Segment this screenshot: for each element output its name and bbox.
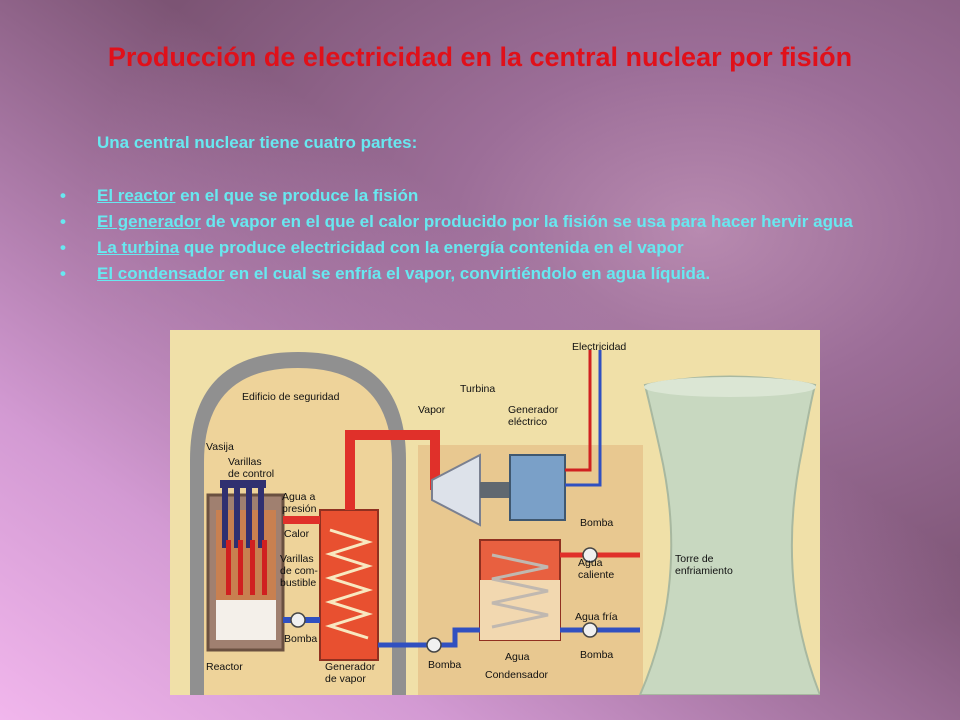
term-link-generador[interactable]: El generador [97,212,201,231]
reactor-bottom [216,600,276,640]
cooling-tower-top [644,377,816,397]
fuel-rod [238,540,243,595]
label-vasija: Vasija [206,441,234,453]
label-generador-electrico: eléctrico [508,416,547,428]
label-varillas-control: Varillas [228,456,262,468]
control-rod-bar [220,480,266,488]
label-generador-vapor: Generador [325,661,376,673]
label-torre: Torre de [675,553,714,565]
label-agua-fria: Agua fría [575,611,618,623]
label-varillas-combustible: de com- [280,565,318,577]
bullet-condensador: • El condensador en el cual se enfría el … [60,264,890,283]
slide-title: Producción de electricidad en la central… [107,42,853,72]
fuel-rod [250,540,255,595]
label-varillas-control: de control [228,468,274,480]
label-bomba: Bomba [580,649,613,661]
label-varillas-combustible: bustible [280,577,316,589]
electric-wire [565,350,592,472]
bullet-glyph: • [60,238,66,257]
bullet-glyph: • [60,186,66,205]
label-reactor: Reactor [206,661,243,673]
label-torre: enfriamiento [675,565,733,577]
label-turbina: Turbina [460,383,495,395]
control-rod [246,488,252,548]
label-agua: Agua [505,651,530,663]
label-condensador: Condensador [485,669,549,681]
fuel-rod [226,540,231,595]
bullet-text: en el cual se enfría el vapor, convirtié… [224,264,711,283]
label-bomba: Bomba [284,633,317,645]
intro-text: Una central nuclear tiene cuatro partes: [97,133,418,152]
fuel-rod [262,540,267,595]
bullet-glyph: • [60,212,66,231]
bullet-turbina: • La turbina que produce electricidad con… [60,238,890,257]
label-generador-vapor: de vapor [325,673,366,685]
label-edificio: Edificio de seguridad [242,391,340,403]
label-calor: Calor [284,528,310,540]
label-agua-caliente: Agua [578,557,603,569]
label-electricidad: Electricidad [572,341,626,353]
steam-pipe [345,430,440,510]
label-agua-caliente: caliente [578,569,614,581]
bullet-text: en el que se produce la fisión [175,186,419,205]
term-link-condensador[interactable]: El condensador [97,264,225,283]
control-rod [258,488,264,548]
turbine [431,453,481,527]
control-rod [222,488,228,548]
nuclear-plant-diagram: Electricidad Turbina Generador eléctrico… [170,330,820,695]
pump-icon [582,547,598,563]
label-bomba: Bomba [580,517,613,529]
label-vapor: Vapor [418,404,446,416]
control-rod [234,488,240,548]
pump-icon [290,612,306,628]
feedwater-pipe [378,627,480,648]
bullet-generador: • El generador de vapor en el que el calo… [60,212,890,231]
electric-generator [509,454,566,521]
steam-generator-coil [325,528,373,640]
term-link-reactor[interactable]: El reactor [97,186,176,205]
turbine-shaft [480,482,510,498]
label-agua-presion: Agua a [282,491,315,503]
condenser-coil [491,553,549,629]
label-varillas-combustible: Varillas [280,553,314,565]
electric-wire [565,350,602,487]
pump-icon [426,637,442,653]
cooling-tower [638,375,820,695]
bullet-text: de vapor en el que el calor producido po… [200,212,853,231]
bullet-text: que produce electricidad con la energía … [179,238,684,257]
term-link-turbina[interactable]: La turbina [97,238,180,257]
pump-icon [582,622,598,638]
bullet-glyph: • [60,264,66,283]
bullet-reactor: • El reactor en el que se produce la fisi… [60,186,890,205]
bullet-list: • El reactor en el que se produce la fisi… [60,186,890,290]
label-agua-presion: presión [282,503,317,515]
label-bomba: Bomba [428,659,461,671]
label-generador-electrico: Generador [508,404,559,416]
